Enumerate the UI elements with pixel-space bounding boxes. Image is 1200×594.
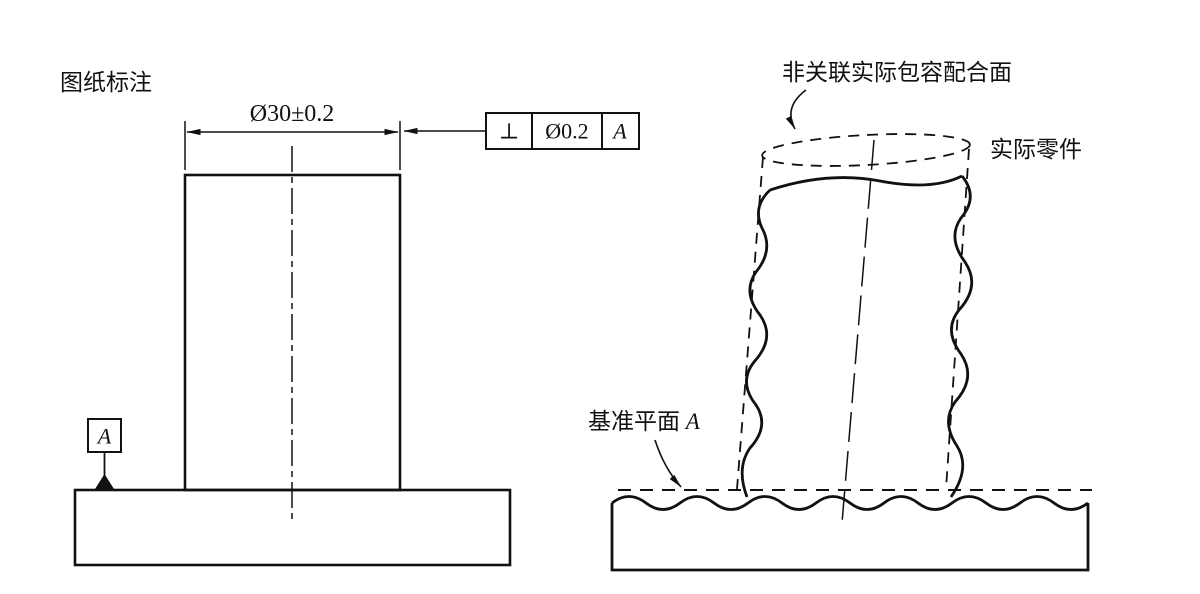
base-wavy-surface [611, 495, 1089, 511]
fcf-datum-letter: A [611, 119, 627, 144]
part-right-wavy-edge [947, 175, 974, 498]
datum-plane-label-text: 基准平面 [588, 409, 686, 434]
fcf-frame [485, 112, 640, 150]
envelope-right-edge [945, 148, 970, 490]
part-top-edge [769, 174, 963, 192]
envelope-leader-arrow [785, 89, 807, 130]
datum-triangle [95, 474, 114, 489]
envelope-top-ellipse [761, 133, 971, 167]
envelope-label: 非关联实际包容配合面 [782, 60, 1012, 85]
dimension-text: Ø30±0.2 [250, 101, 335, 127]
part-left-wavy-edge [740, 188, 771, 498]
fcf-tolerance-value: Ø0.2 [545, 119, 588, 144]
left-view-title: 图纸标注 [60, 70, 152, 95]
datum-plane-label: 基准平面 A [588, 409, 701, 434]
datum-plane-leader-arrow [654, 439, 682, 488]
fcf-perpendicularity-symbol: ⊥ [499, 119, 520, 144]
datum-plane-label-letter: A [684, 409, 701, 434]
base-block-sides [610, 503, 1090, 572]
part-axis-line [841, 139, 875, 524]
actual-part-label: 实际零件 [990, 137, 1082, 162]
datum-flag-letter: A [96, 424, 112, 449]
